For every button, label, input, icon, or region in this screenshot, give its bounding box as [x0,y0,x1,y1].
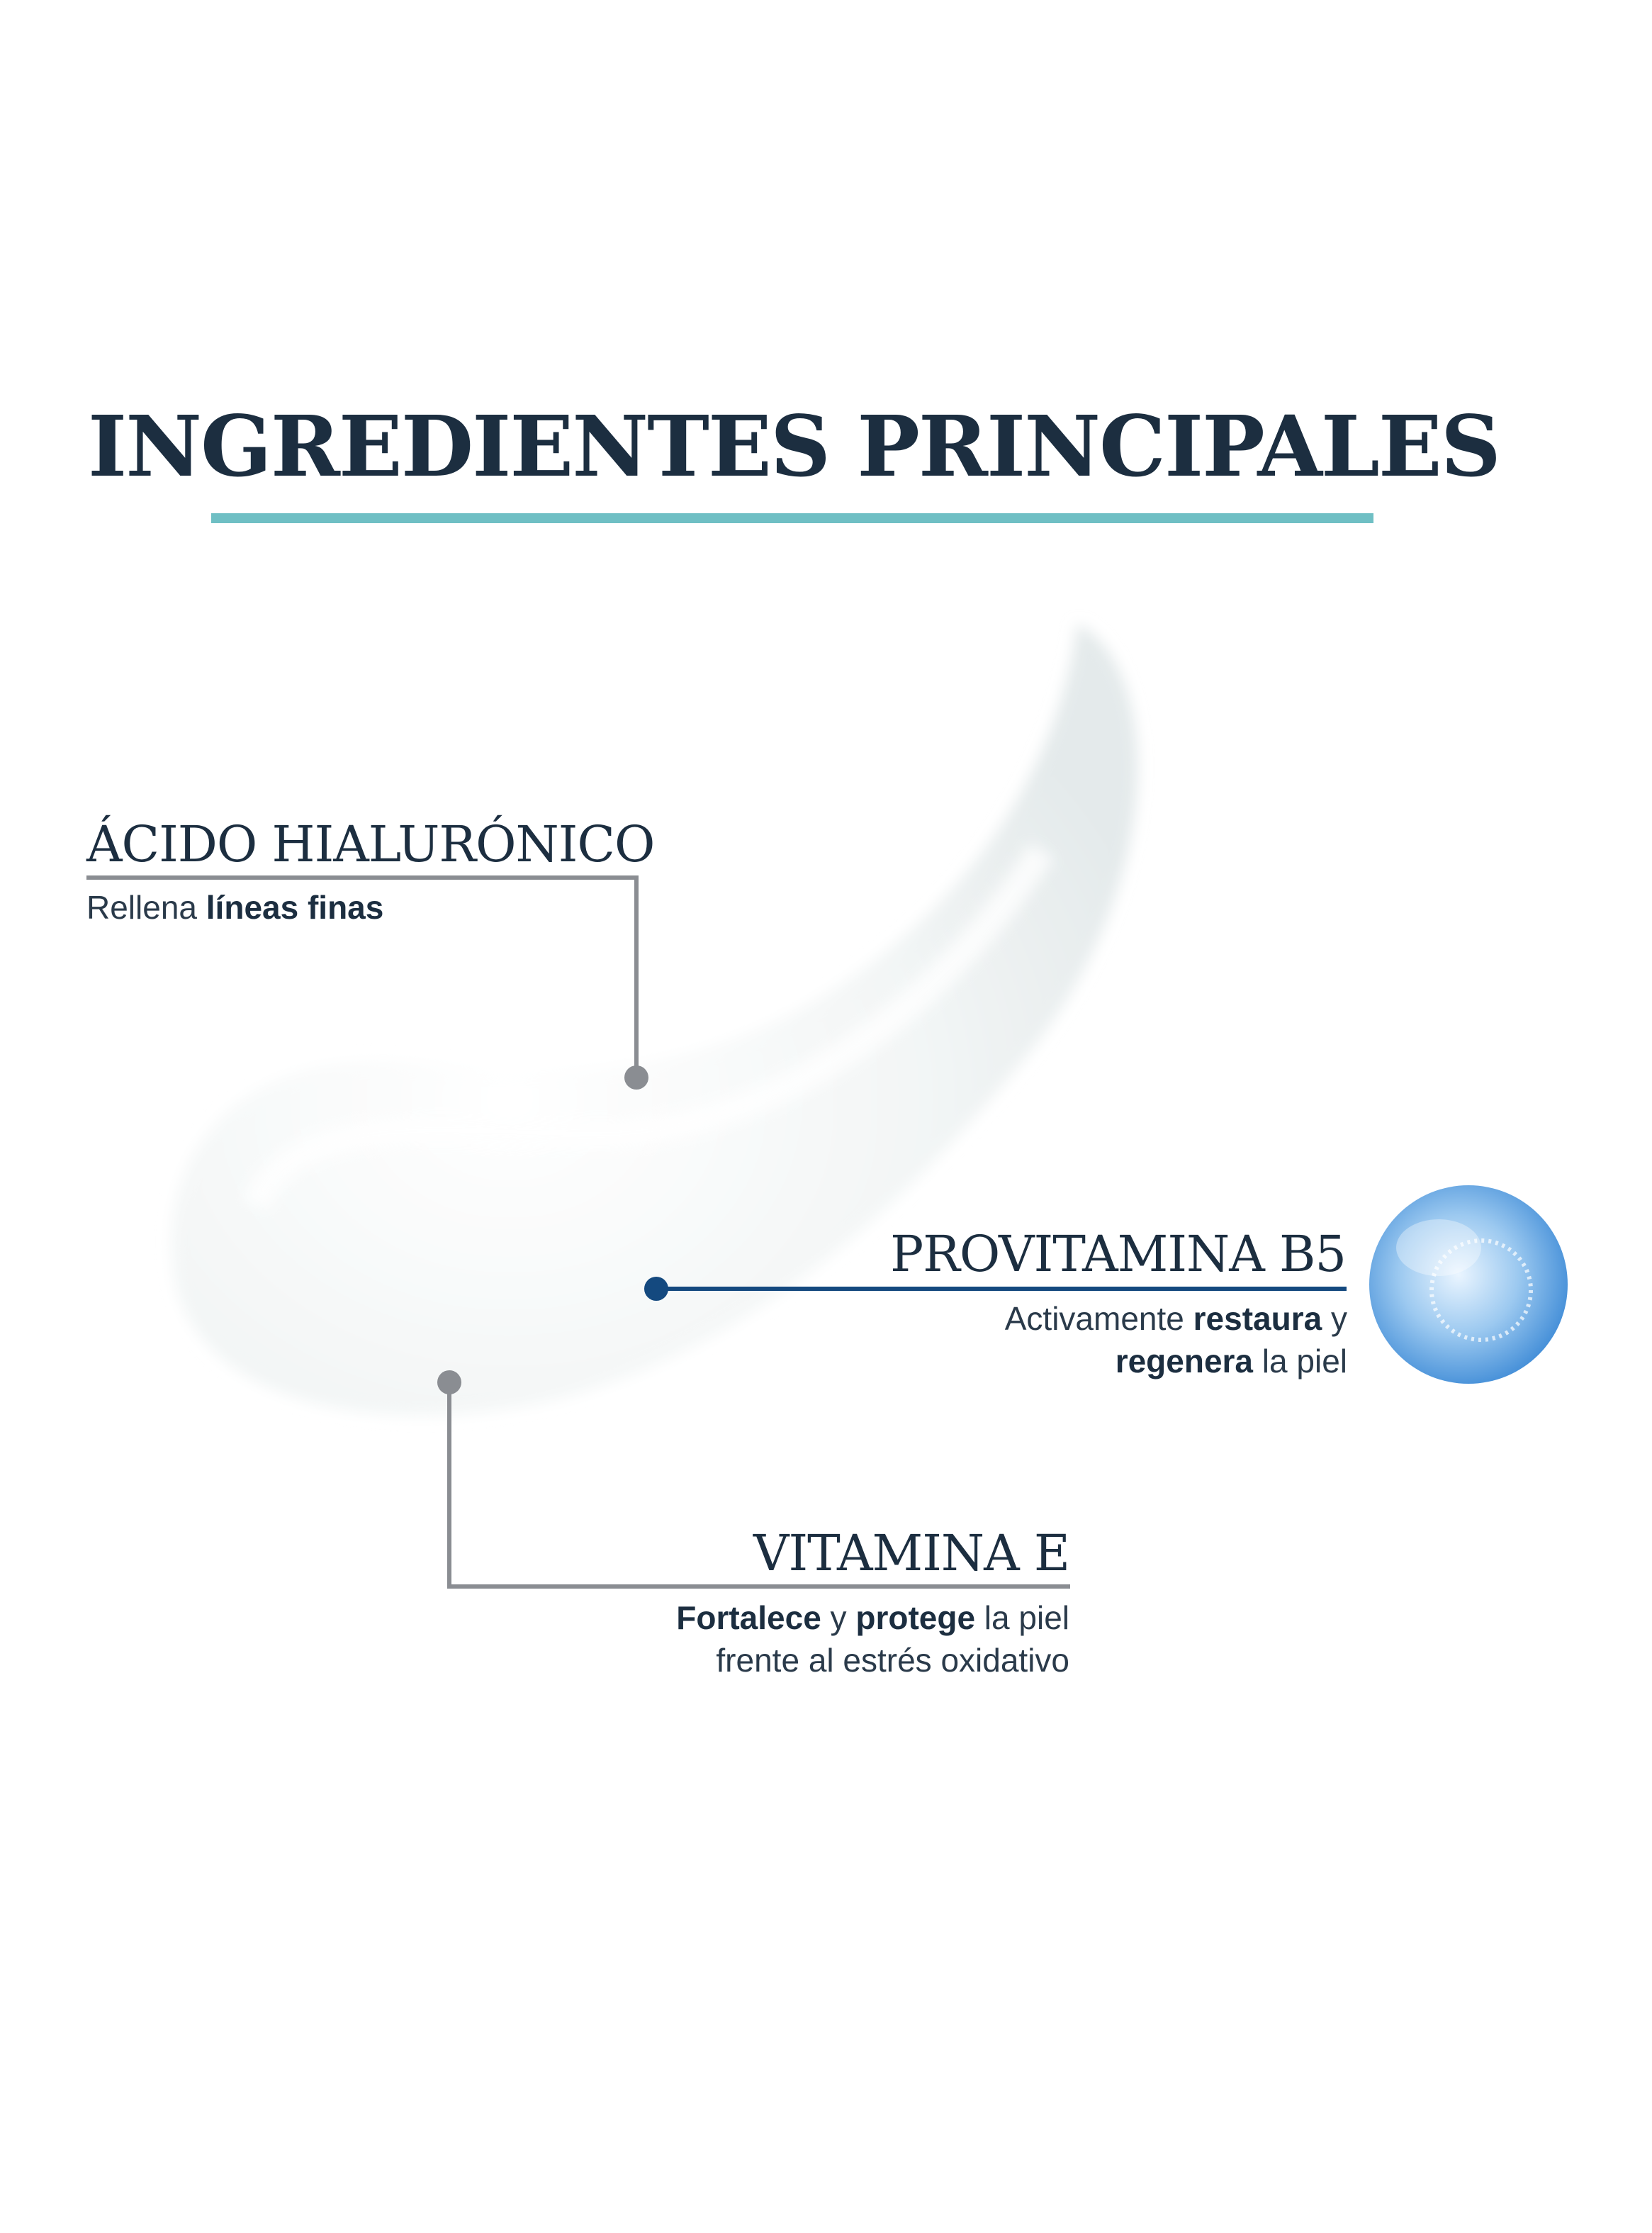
desc-bold-text: Fortalece [676,1599,821,1636]
desc-text: la piel [975,1599,1069,1636]
desc-bold-text: protege [855,1599,976,1636]
desc-text: y [1322,1300,1347,1337]
desc-bold-text: restaura [1193,1300,1322,1337]
ingredient-desc-provitamina-b5: Activamente restaura y regenera la piel [1005,1297,1347,1382]
ingredient-name-vitamina-e: VITAMINA E [753,1524,1070,1582]
desc-text: Rellena [86,889,206,926]
marker-dot [624,1065,648,1090]
provitamin-droplet-image [1369,1185,1568,1384]
marker-dot [437,1370,461,1394]
desc-bold-text: regenera [1115,1343,1254,1379]
marker-dot [644,1277,668,1301]
connector-acido-hialuronico [86,875,648,1090]
ingredient-name-provitamina-b5: PROVITAMINA B5 [890,1225,1347,1283]
ingredient-name-acido-hialuronico: ÁCIDO HIALURÓNICO [86,815,655,873]
page-title: INGREDIENTES PRINCIPALES [88,397,1501,496]
desc-bold-text: líneas finas [206,889,384,926]
connector-vitamina-e [437,1370,1070,1589]
desc-text: la piel [1253,1343,1347,1379]
desc-text: frente al estrés oxidativo [716,1642,1069,1679]
ingredient-desc-acido-hialuronico: Rellena líneas finas [86,886,383,929]
ingredient-desc-vitamina-e: Fortalece y protege la piel frente al es… [676,1596,1069,1681]
cream-swatch-image [172,624,1138,1416]
connector-provitamina-b5 [644,1277,1347,1301]
desc-text: y [821,1599,856,1636]
title-underline [211,513,1373,523]
desc-text: Activamente [1004,1300,1193,1337]
